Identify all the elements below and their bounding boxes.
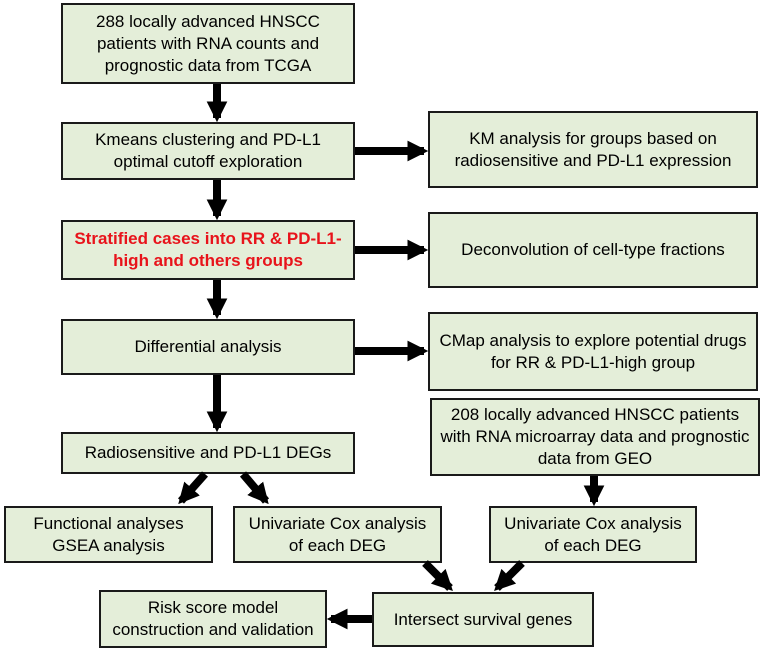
functional-box: Functional analyses GSEA analysis	[4, 506, 213, 563]
tcga-source-text: 288 locally advanced HNSCC patients with…	[96, 11, 320, 75]
intersect-text: Intersect survival genes	[393, 609, 573, 629]
tcga-source-box: 288 locally advanced HNSCC patients with…	[61, 3, 355, 84]
degs-box: Radiosensitive and PD-L1 DEGs	[61, 432, 355, 474]
deconvolution-box: Deconvolution of cell-type fractions	[428, 212, 758, 288]
arrow-degs-to-cox-tcga	[239, 471, 270, 505]
arrow-cox-tcga-to-intersect	[422, 560, 453, 591]
risk-model-box: Risk score model construction and valida…	[99, 590, 327, 648]
arrow-degs-to-functional	[178, 471, 208, 505]
kmeans-box: Kmeans clustering and PD-L1 optimal cuto…	[61, 122, 355, 180]
geo-source-text: 208 locally advanced HNSCC patients with…	[440, 405, 750, 468]
cox-geo-box: Univariate Cox analysis of each DEG	[489, 506, 697, 563]
intersect-box: Intersect survival genes	[372, 592, 594, 647]
risk-model-text: Risk score model construction and valida…	[112, 598, 314, 639]
cmap-text: CMap analysis to explore potential drugs…	[439, 330, 747, 372]
stratified-text: Stratified cases into RR & PD-L1-high an…	[74, 229, 342, 270]
deconvolution-text: Deconvolution of cell-type fractions	[461, 240, 725, 259]
differential-box: Differential analysis	[61, 319, 355, 375]
functional-text: Functional analyses GSEA analysis	[33, 513, 184, 555]
km-analysis-box: KM analysis for groups based on radiosen…	[428, 111, 758, 188]
geo-source-box: 208 locally advanced HNSCC patients with…	[430, 398, 760, 476]
stratified-box: Stratified cases into RR & PD-L1-high an…	[61, 220, 355, 280]
arrow-cox-geo-to-intersect	[494, 560, 525, 591]
degs-text: Radiosensitive and PD-L1 DEGs	[84, 443, 332, 462]
cox-geo-text: Univariate Cox analysis of each DEG	[504, 513, 682, 555]
cmap-box: CMap analysis to explore potential drugs…	[428, 312, 758, 391]
cox-tcga-box: Univariate Cox analysis of each DEG	[233, 506, 442, 563]
km-analysis-text: KM analysis for groups based on radiosen…	[454, 128, 732, 170]
differential-text: Differential analysis	[134, 337, 282, 356]
kmeans-text: Kmeans clustering and PD-L1 optimal cuto…	[95, 130, 321, 171]
cox-tcga-text: Univariate Cox analysis of each DEG	[248, 513, 427, 555]
